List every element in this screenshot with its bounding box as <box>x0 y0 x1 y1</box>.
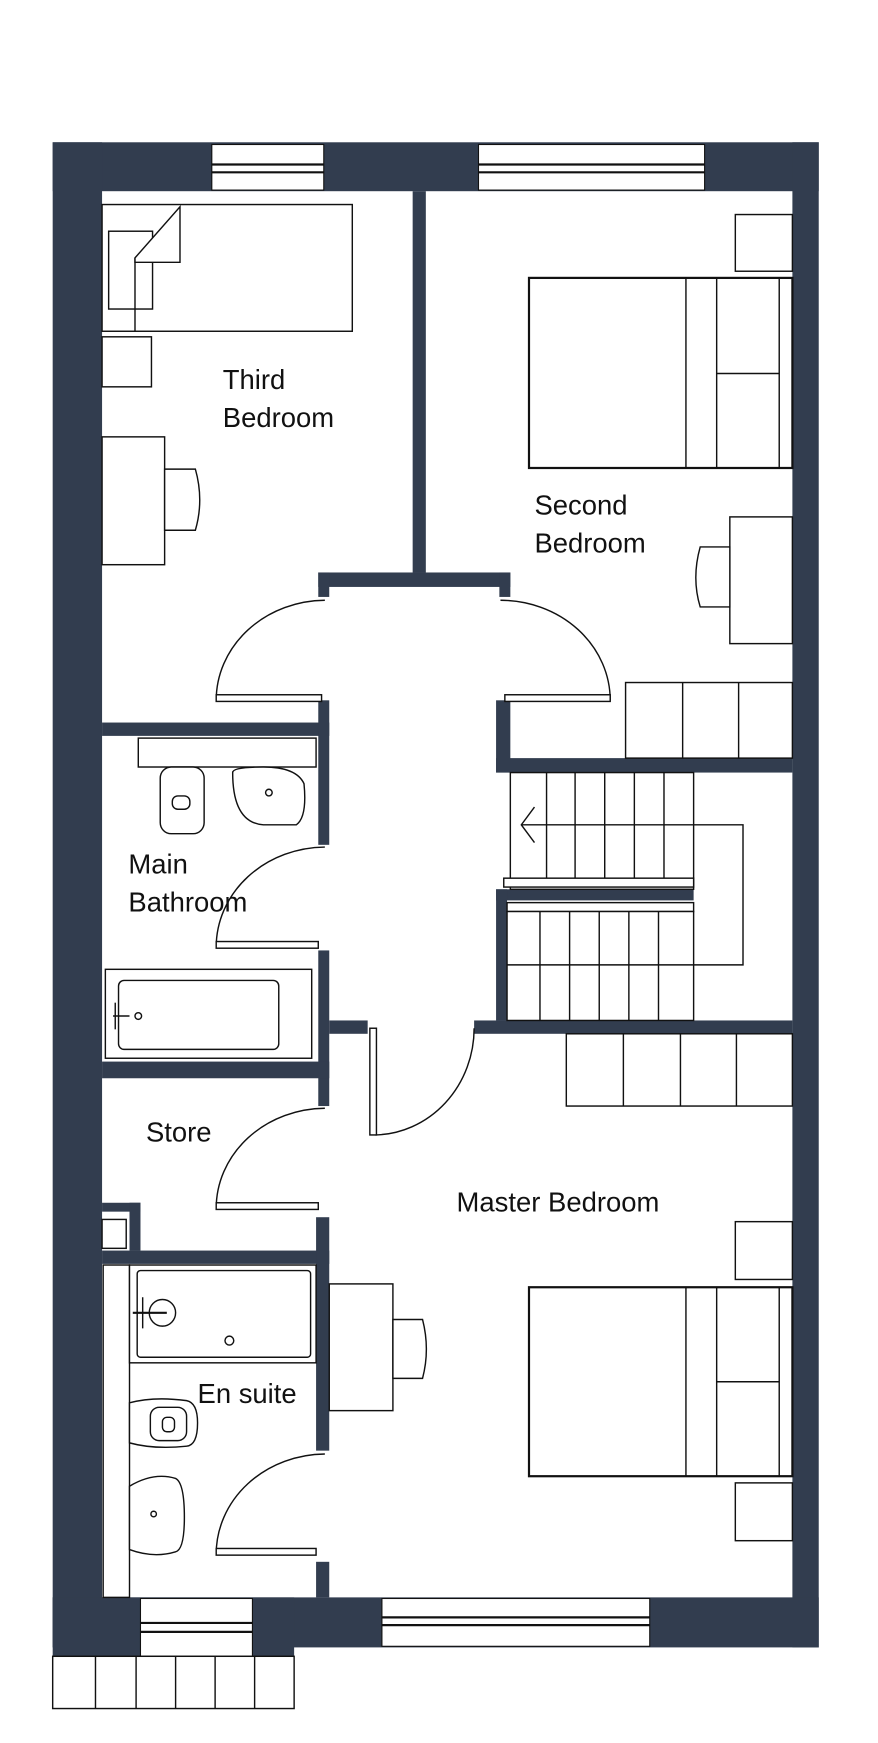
label-en-suite: En suite <box>198 1378 297 1409</box>
window-bottom-right <box>381 1597 651 1647</box>
interior-walls <box>102 191 793 1598</box>
label-main-bathroom: Main Bathroom <box>128 849 247 918</box>
label-second-bedroom: Second Bedroom <box>534 490 645 559</box>
main-bathroom-fixtures <box>104 737 317 1059</box>
entrance-steps <box>51 1655 295 1710</box>
store-cupboard <box>101 1218 127 1250</box>
window-bottom-left <box>139 1597 253 1657</box>
staircase <box>503 681 794 1107</box>
window-top-left <box>211 143 325 191</box>
label-third-bedroom: Third Bedroom <box>223 364 334 433</box>
second-bedroom-furniture <box>527 213 794 645</box>
label-store: Store <box>146 1116 212 1147</box>
en-suite-fixtures <box>102 1264 317 1599</box>
doors <box>215 599 611 1556</box>
master-bedroom-furniture <box>328 1220 794 1542</box>
window-top-right <box>477 143 706 191</box>
stair-arrow-icon <box>520 806 536 844</box>
label-master-bedroom: Master Bedroom <box>457 1186 660 1217</box>
third-bedroom-furniture <box>101 203 354 566</box>
